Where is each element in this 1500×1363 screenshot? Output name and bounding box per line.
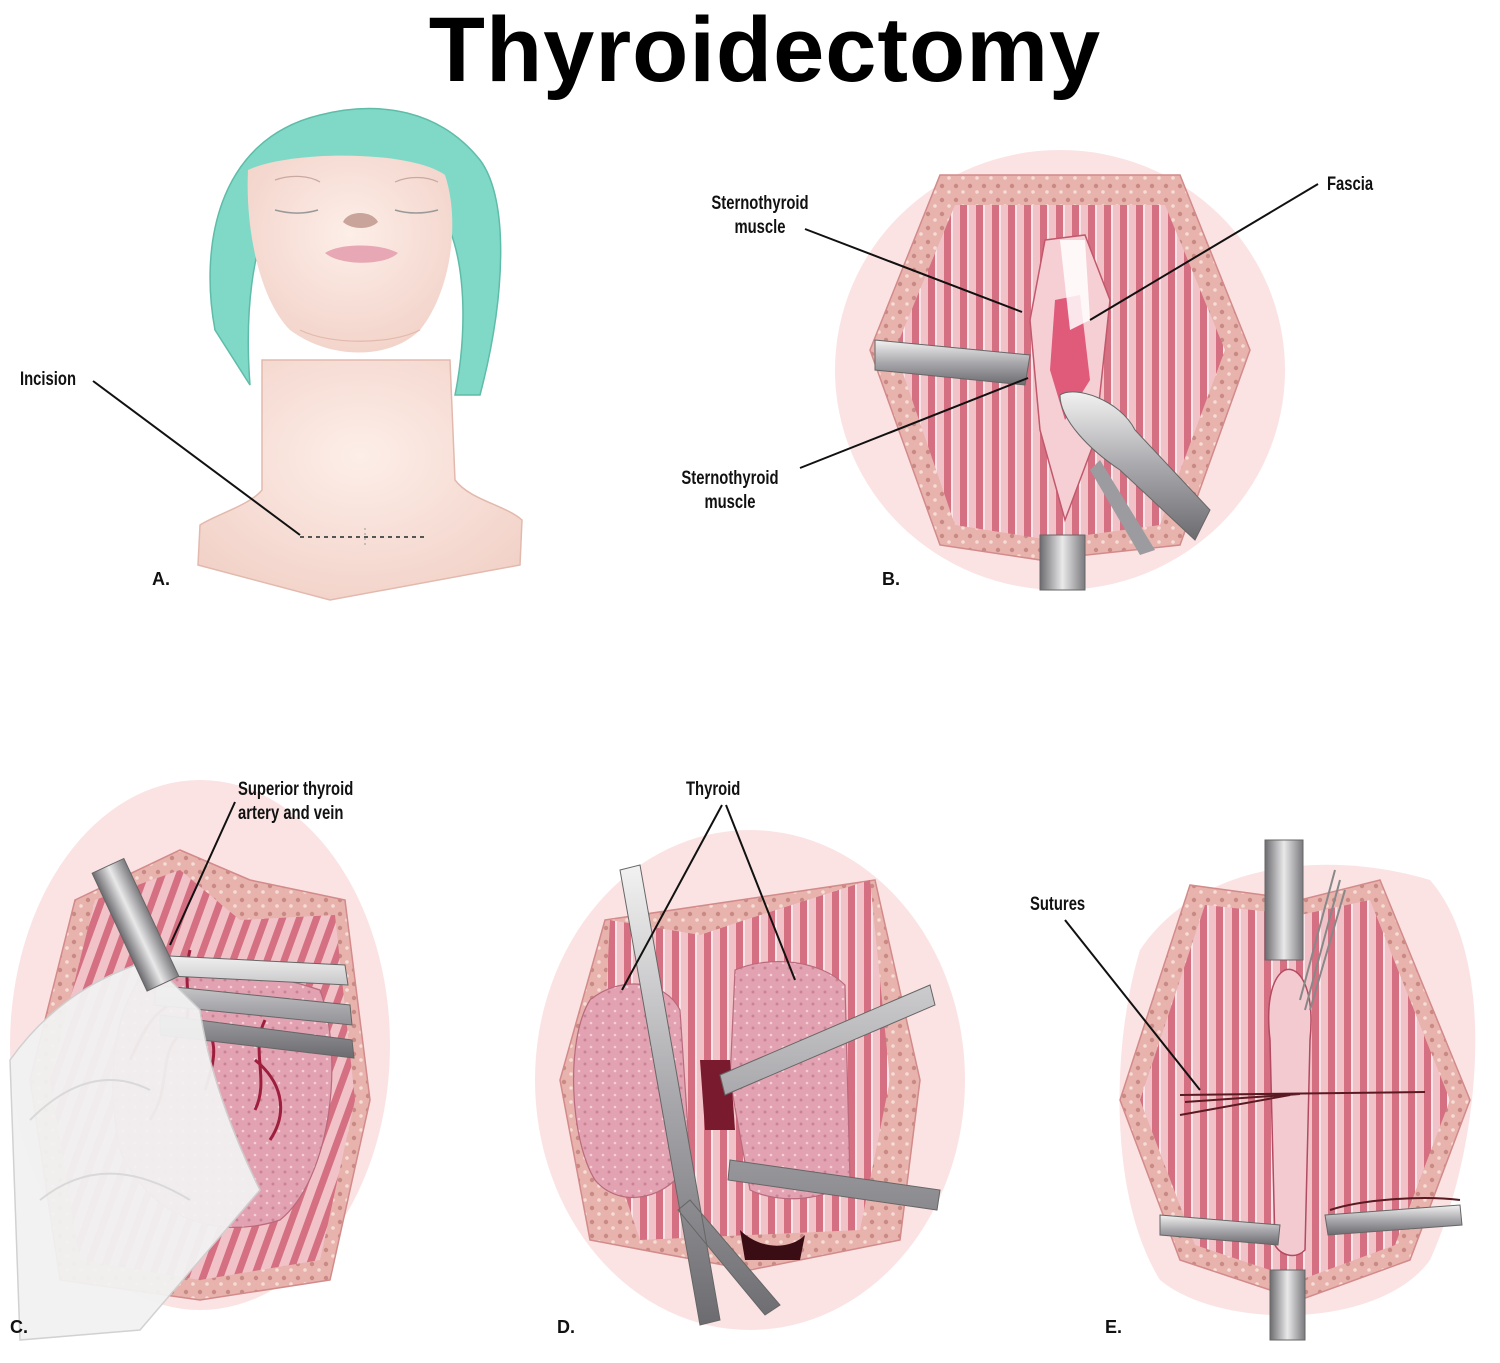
retractor-bottom xyxy=(1269,1269,1306,1341)
panel-c-illustration xyxy=(9,780,390,1341)
retractor-right xyxy=(1324,1204,1463,1236)
gauze-drape xyxy=(9,959,261,1341)
incision-label: Incision xyxy=(20,369,77,390)
sternothyroid-lower-label-line2: muscle xyxy=(704,492,756,513)
panel-a-head-illustration xyxy=(92,107,523,601)
neck-shoulders xyxy=(197,359,523,601)
closed-midline xyxy=(1267,968,1312,1257)
sutures xyxy=(1179,1091,1461,1211)
retractors xyxy=(619,864,941,1326)
incision-leader xyxy=(92,380,301,536)
panel-a-letter: A. xyxy=(152,569,170,589)
thyroid-label: Thyroid xyxy=(686,779,741,800)
fascia-leader xyxy=(1089,183,1319,321)
page-title: Thyroidectomy xyxy=(428,0,1102,101)
sternothyroid-lower-label-line1: Sternothyroid xyxy=(681,468,779,489)
panel-e-illustration xyxy=(1064,839,1476,1341)
panel-d-illustration xyxy=(535,804,965,1330)
panel-c-letter: C. xyxy=(10,1317,28,1337)
vessel-label-line1: Superior thyroid xyxy=(238,779,354,800)
vessel-leader xyxy=(169,801,236,946)
fascia-label: Fascia xyxy=(1327,174,1374,195)
retractor-left xyxy=(1159,1214,1281,1246)
sternothyroid-upper-leader xyxy=(804,228,1023,313)
panel-e-letter: E. xyxy=(1105,1317,1123,1337)
thyroid-leader-right xyxy=(725,804,796,981)
scalpel-handle xyxy=(1059,391,1211,541)
sutures-label: Sutures xyxy=(1030,894,1086,915)
panel-b-letter: B. xyxy=(882,569,900,589)
sternothyroid-upper-label-line2: muscle xyxy=(734,217,786,238)
sternothyroid-upper-label-line1: Sternothyroid xyxy=(711,193,809,214)
thyroid-leader-left xyxy=(621,804,723,991)
sutures-leader xyxy=(1064,919,1201,1091)
panel-d-letter: D. xyxy=(557,1317,575,1337)
retractor-bottom xyxy=(1039,534,1086,591)
retractor-top xyxy=(1264,839,1304,961)
retractor-left xyxy=(874,339,1031,386)
sternothyroid-lower-leader xyxy=(799,377,1029,469)
vessel-label-line2: artery and vein xyxy=(238,803,344,824)
lips xyxy=(325,245,398,263)
panel-b-illustration xyxy=(799,150,1319,591)
